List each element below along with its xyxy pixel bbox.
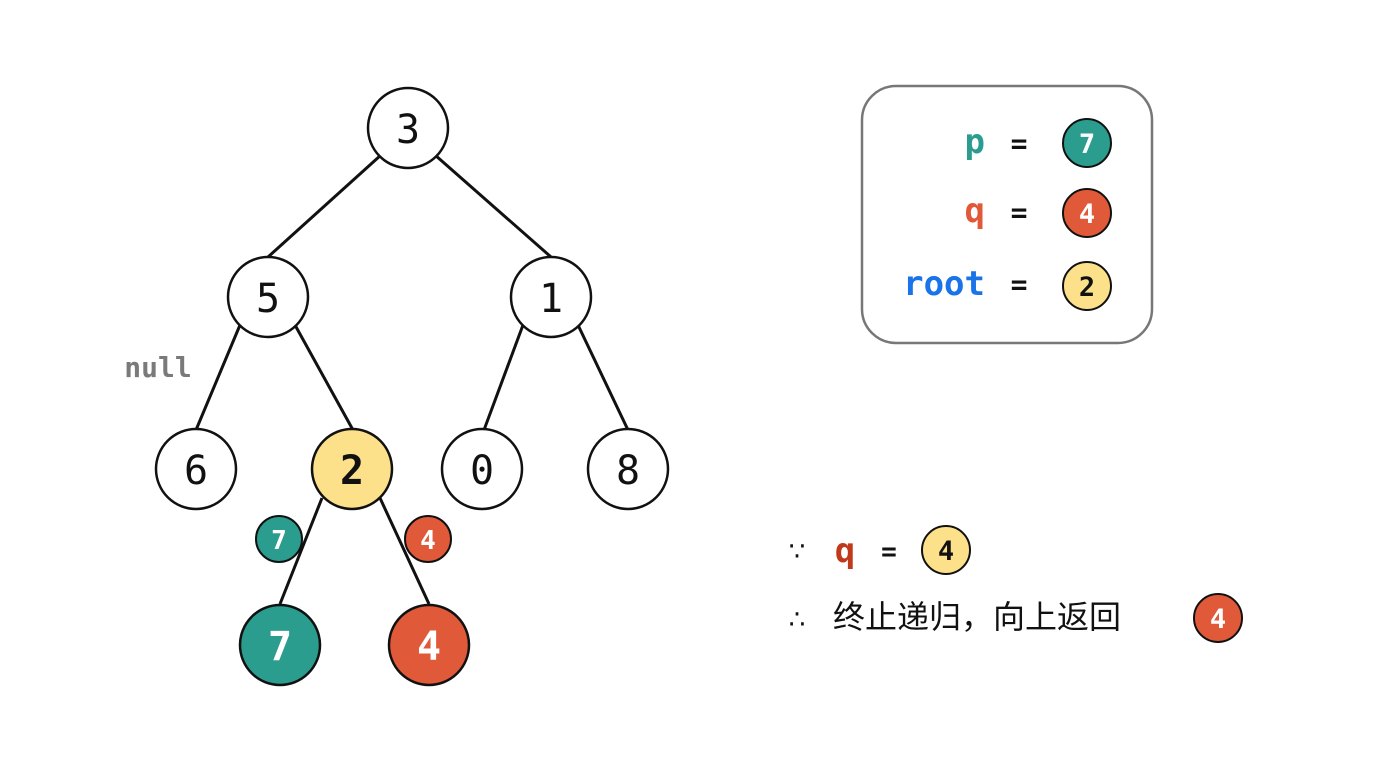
legend-q-node: 4: [1062, 188, 1112, 238]
node-label: 1: [539, 276, 563, 322]
tree-node-2-current: 2: [310, 427, 394, 511]
legend-p-label: p: [965, 122, 985, 162]
legend-q-value: 4: [1079, 199, 1095, 230]
tree-node-3: 3: [366, 86, 450, 170]
because-var: q: [835, 531, 855, 571]
legend-root-equals: =: [1011, 268, 1028, 301]
legend-root-value: 2: [1079, 272, 1095, 303]
badge-label: 4: [420, 526, 436, 556]
edge-3-1: [434, 153, 552, 259]
edge-5-6: [194, 324, 242, 431]
tree-node-7-p: 7: [238, 603, 322, 687]
node-label: 4: [417, 624, 441, 670]
therefore-text: 终止递归，向上返回: [833, 598, 1121, 636]
edge-2-7: [278, 497, 324, 605]
tree-node-6: 6: [154, 427, 238, 511]
tree-node-8: 8: [586, 427, 670, 511]
therefore-node: 4: [1193, 593, 1243, 643]
node-label: 0: [470, 448, 494, 494]
edge-3-5: [266, 153, 383, 259]
because-equals: =: [881, 537, 897, 567]
conclusion-therefore-line: ∴ 终止递归，向上返回 4: [789, 593, 1243, 643]
returned-badge-right: 4: [404, 515, 452, 563]
badge-label: 7: [271, 526, 287, 556]
legend-root-node: 2: [1062, 261, 1112, 311]
legend-q-equals: =: [1011, 196, 1028, 229]
null-label: null: [124, 351, 191, 384]
edge-1-8: [576, 324, 630, 431]
tree-node-0: 0: [440, 427, 524, 511]
conclusion-because-line: ∵ q = 4: [789, 525, 971, 575]
edge-5-2: [293, 324, 355, 431]
tree-node-4-q: 4: [387, 603, 471, 687]
node-label: 6: [184, 448, 208, 494]
because-symbol: ∵: [789, 537, 806, 567]
node-label: 5: [256, 276, 280, 322]
legend-p-equals: =: [1011, 127, 1028, 160]
because-node: 4: [921, 525, 971, 575]
node-label: 2: [340, 448, 364, 494]
tree-edges: [194, 153, 630, 605]
legend-p-node: 7: [1062, 118, 1112, 168]
legend-p-value: 7: [1079, 129, 1095, 160]
edge-2-4: [378, 497, 431, 605]
returned-badge-left: 7: [255, 515, 303, 563]
node-label: 7: [268, 624, 292, 670]
legend-q-label: q: [965, 191, 985, 231]
node-label: 8: [616, 448, 640, 494]
because-value: 4: [938, 536, 954, 567]
legend-box: p = 7 q = 4 root = 2: [860, 84, 1154, 345]
therefore-value: 4: [1210, 604, 1226, 635]
tree-node-1: 1: [509, 255, 593, 339]
edge-1-0: [482, 324, 525, 431]
node-label: 3: [396, 107, 420, 153]
therefore-symbol: ∴: [789, 605, 806, 635]
tree-node-5: 5: [226, 255, 310, 339]
legend-root-label: root: [903, 264, 985, 304]
